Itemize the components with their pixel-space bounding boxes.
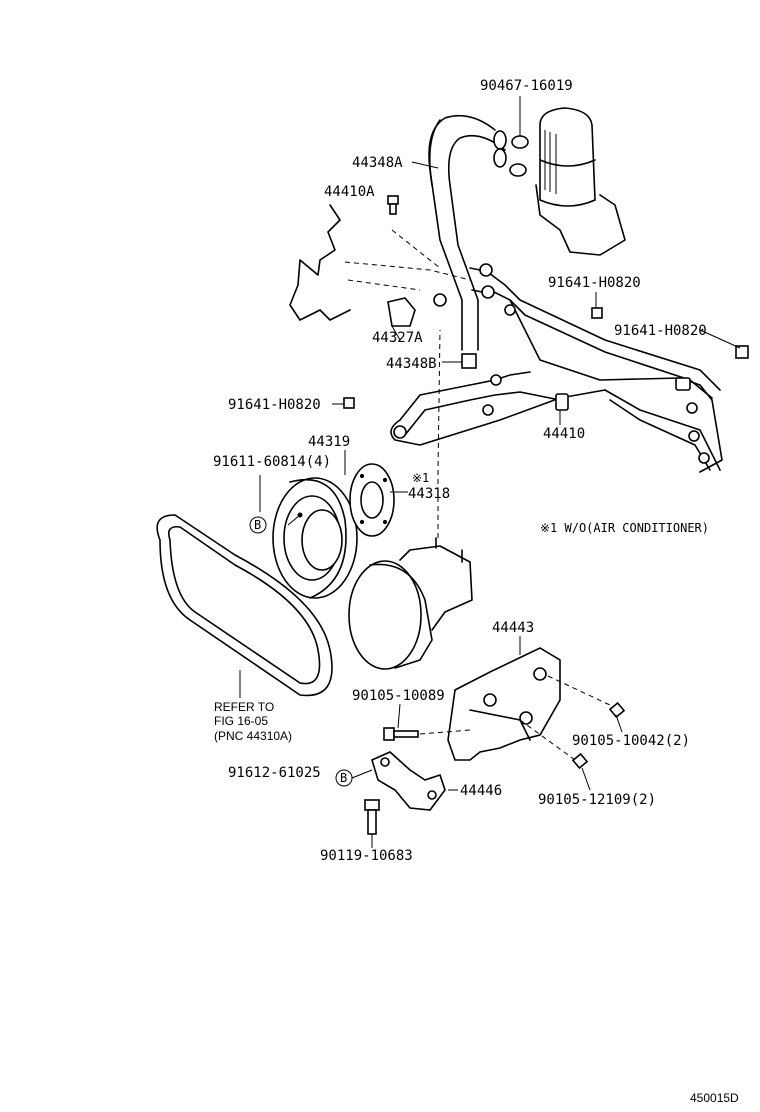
part-label-91641-H0820-left: 91641-H0820 <box>228 397 321 413</box>
drive-belt <box>156 514 333 697</box>
pump-bracket <box>447 647 613 761</box>
bolt-icon <box>343 307 749 409</box>
part-label-91641-H0820-top: 91641-H0820 <box>548 275 641 291</box>
part-label-44319: 44319 <box>308 434 350 450</box>
bolt-icon <box>383 727 471 741</box>
part-label-44348A: 44348A <box>352 155 403 171</box>
diagram-id: 450015D <box>690 1091 739 1105</box>
pulley-plate <box>349 463 395 537</box>
hose-sleeve <box>461 353 477 369</box>
bolt-icon <box>364 799 380 835</box>
bolt-icon <box>387 195 399 215</box>
hose-fitting <box>469 263 495 299</box>
ref-marker-b-label: B <box>340 771 347 785</box>
part-label-44327A: 44327A <box>372 330 423 346</box>
part-label-91612-61025: 91612-61025 <box>228 765 321 781</box>
part-label-90105-10089: 90105-10089 <box>352 688 445 704</box>
refer-note-line2: FIG 16-05 <box>214 714 268 728</box>
part-label-90105-12109: 90105-12109(2) <box>538 792 656 808</box>
part-label-44446: 44446 <box>460 783 502 799</box>
engine-block-fragment <box>289 204 471 321</box>
refer-note-line1: REFER TO <box>214 700 274 714</box>
ref-marker-b-label: B <box>254 518 261 532</box>
part-label-44410: 44410 <box>543 426 585 442</box>
clamp-bracket <box>387 293 447 341</box>
part-label-44410A: 44410A <box>324 184 375 200</box>
reservoir-tank <box>535 107 626 256</box>
part-label-90467-16019: 90467-16019 <box>480 78 573 94</box>
bolt-icon <box>571 701 626 770</box>
leader-lines <box>239 96 741 848</box>
part-label-91611-60814: 91611-60814(4) <box>213 454 331 470</box>
ref-marker-b: B <box>249 516 267 534</box>
pressure-tube <box>390 269 723 473</box>
power-steering-pump <box>348 329 473 670</box>
part-label-91641-H0820-right: 91641-H0820 <box>614 323 707 339</box>
note-text: ※1 W/O(AIR CONDITIONER) <box>540 521 709 535</box>
suction-hose <box>428 114 507 351</box>
part-label-90119-10683: 90119-10683 <box>320 848 413 864</box>
hose-clamp-icon <box>509 100 529 177</box>
stay-bracket <box>371 751 446 811</box>
refer-note-line3: (PNC 44310A) <box>214 729 292 743</box>
ref-marker-b: B <box>335 769 353 787</box>
pulley <box>272 477 358 599</box>
part-label-44318: 44318 <box>408 486 450 502</box>
part-label-90105-10042: 90105-10042(2) <box>572 733 690 749</box>
part-label-44443: 44443 <box>492 620 534 636</box>
note-marker: ※1 <box>412 471 429 485</box>
part-label-44348B: 44348B <box>386 356 437 372</box>
